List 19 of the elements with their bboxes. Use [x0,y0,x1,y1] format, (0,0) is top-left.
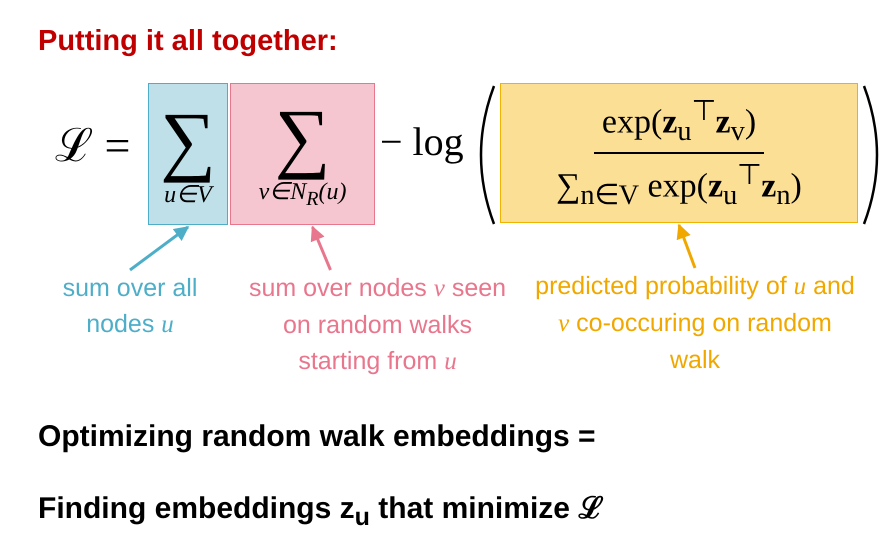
sum-index: v∈N$_{R}$(u) [258,179,346,211]
title: Putting it all together: [38,25,338,58]
arrow [676,224,696,269]
arrow [129,226,190,272]
fraction-box [500,83,858,223]
annotation-text: predicted probability of u and v co-occuring on random walk [535,268,855,376]
statement-text: Optimizing random walk embeddings = [38,420,596,454]
annotation-text: sum over nodes v seen on random walks starting from u [245,270,510,378]
arrow [310,226,332,271]
sum-index: u∈V [164,182,212,208]
annotation-text: sum over all nodes u [40,270,220,342]
statement-text: Finding embeddings z$_{u}$ that minimize ℒ [38,491,604,532]
formula-text: ℒ = [55,119,130,173]
denominator: ∑$_{n∈V}$ exp(z$_{u}$$^{⊤}$z$_{n}$) [555,159,803,214]
sum-box [148,83,228,225]
formula-text: − log [380,118,464,165]
numerator: exp(z$_{u}$$^{⊤}$z$_{v}$) [594,90,764,154]
sum-symbol: ∑ [274,97,330,178]
sum-box [230,83,375,225]
